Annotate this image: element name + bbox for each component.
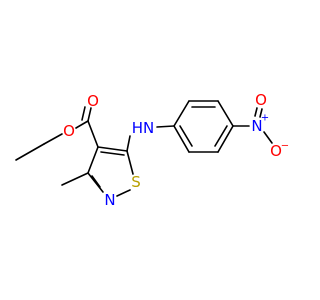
atom-o-carbonyl: O — [87, 92, 99, 110]
bond-n-c3 — [87, 172, 104, 193]
bond-ph-inner-c — [179, 125, 193, 147]
atom-n-nitro: N — [251, 117, 262, 135]
bond-c3-c4 — [87, 146, 99, 174]
bond-ph-inner-b — [214, 125, 228, 147]
bond-n-c3-inner — [91, 175, 101, 188]
bond-ph-4-5 — [217, 125, 234, 153]
bond-o-carbonylc — [75, 120, 89, 129]
bond-nitro-o-top-a — [259, 108, 263, 118]
bond-c3-methyl — [61, 172, 89, 186]
structure-diagram: O O HN S N N + O O − — [15, 91, 289, 209]
bond-ch3-ch2 — [15, 143, 45, 161]
bond-nh-phenyl — [156, 125, 175, 128]
bond-s-n — [116, 189, 131, 197]
atom-labels: O O HN S N N + O O − — [63, 91, 289, 209]
bond-carbonyl-c4 — [87, 120, 99, 148]
atom-o-ester: O — [63, 122, 75, 140]
bond-c4-c5 — [97, 146, 128, 152]
bonds — [15, 100, 273, 197]
charge-o-nitro: − — [281, 141, 289, 152]
bond-ch2-o — [43, 133, 63, 145]
atom-n-ring: N — [104, 191, 115, 209]
bond-nitro-o-top-b — [254, 107, 258, 117]
bond-nitro-o-bottom — [263, 131, 273, 144]
bond-ph-6-1 — [173, 125, 190, 153]
bond-ph-1-2 — [173, 100, 190, 127]
atom-o-nitro-bottom: O — [270, 142, 282, 160]
bond-c5-nh — [126, 135, 131, 152]
bond-c5-s — [126, 150, 134, 175]
atom-nh: HN — [132, 119, 155, 137]
atom-s: S — [131, 173, 141, 191]
bond-c-o-double-a — [87, 107, 92, 122]
atom-o-nitro-top: O — [255, 91, 267, 109]
charge-n-nitro: + — [261, 113, 269, 124]
bond-ph-3-4 — [217, 100, 234, 127]
bond-c4-c5-inner — [100, 151, 125, 156]
bond-c-o-double-b — [81, 106, 86, 121]
